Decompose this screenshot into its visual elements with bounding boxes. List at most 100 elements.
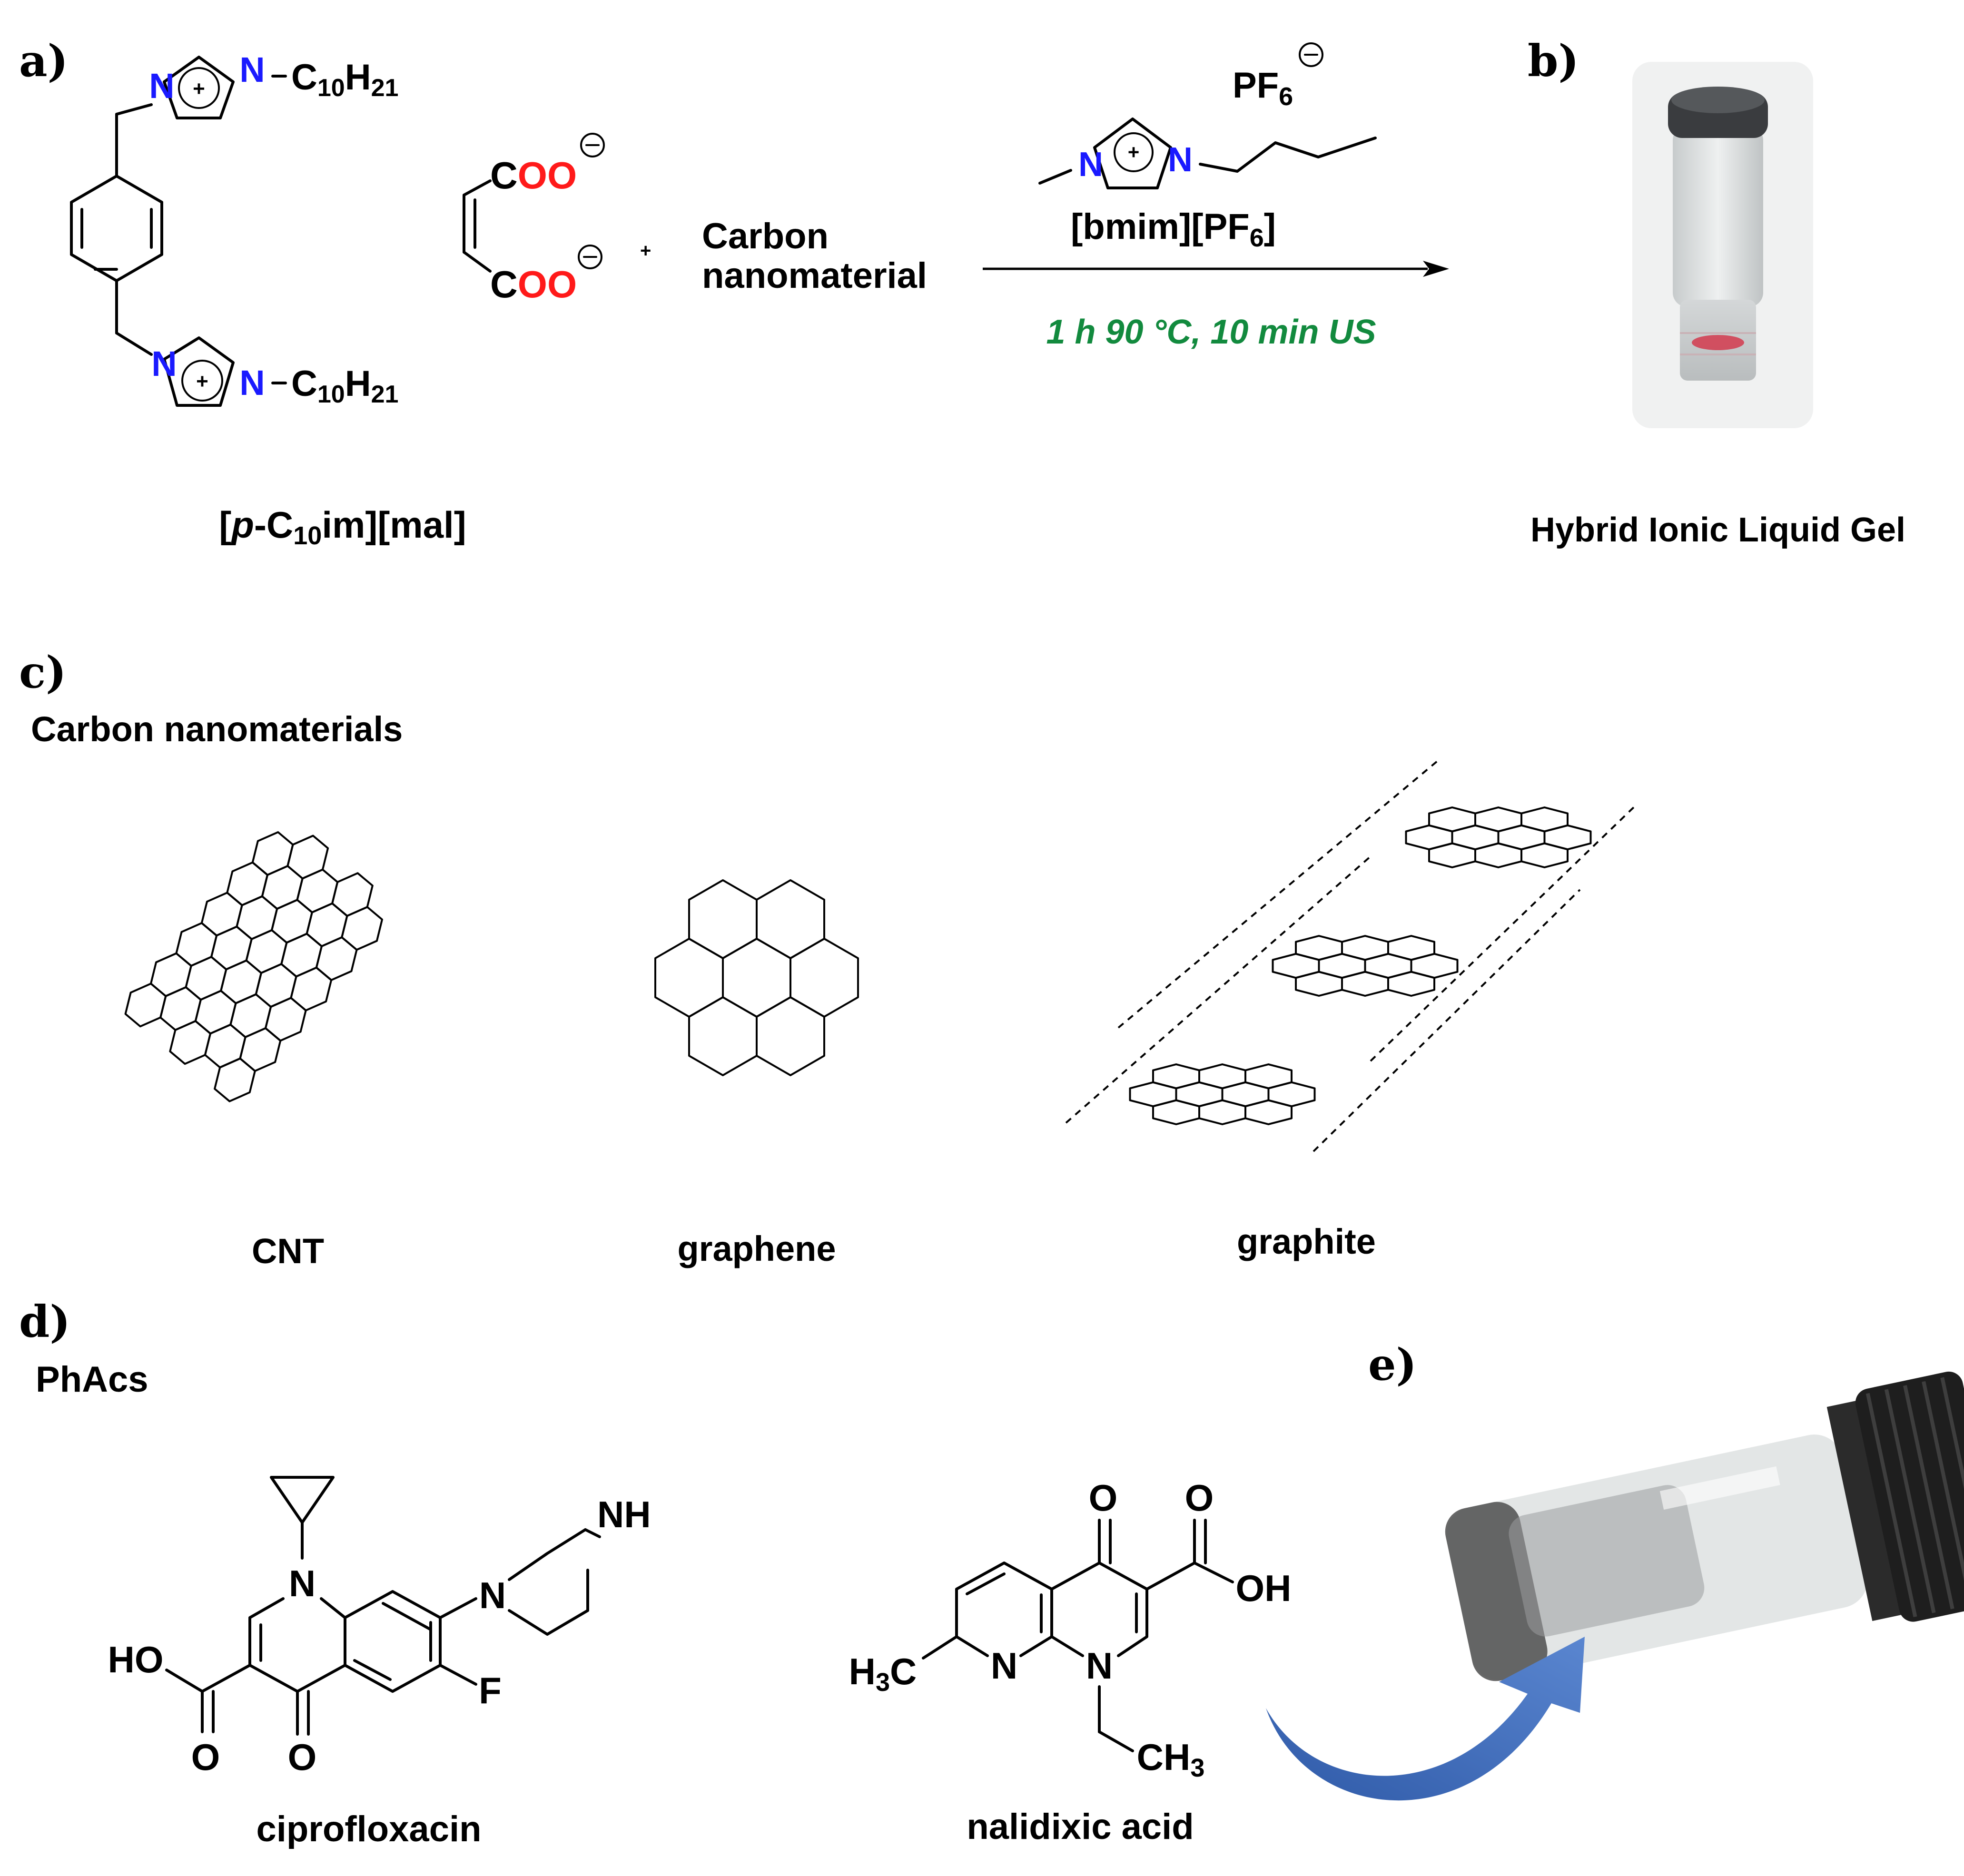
bmim-ring <box>1093 118 1172 189</box>
hexagon-cell <box>1474 842 1522 868</box>
pf6-anion: PF6 <box>1233 65 1293 111</box>
ionic-liquid-label: [p-C10im][mal] <box>219 504 466 550</box>
hexagon-cell <box>654 938 724 1018</box>
nalidixic-n8: N <box>991 1645 1017 1687</box>
hexagon-cell <box>1152 1099 1200 1125</box>
hexagon-cell <box>1520 842 1569 868</box>
graphene-structure <box>654 879 859 1076</box>
negative-charge-bottom <box>578 245 602 269</box>
reaction-conditions: 1 h 90 °C, 10 min US <box>1046 313 1376 351</box>
plus-sign-bottom: + <box>196 370 208 393</box>
cipro-hydroxyl: HO <box>108 1639 164 1680</box>
curved-blue-arrow <box>1266 1637 1585 1801</box>
nitrogen-bottom-right: N <box>239 363 265 403</box>
panel-label-b: b) <box>1528 35 1579 87</box>
phacs-heading: PhAcs <box>36 1359 148 1400</box>
decyl-chain-top: C10H21 <box>291 57 398 102</box>
carbon-nanomaterials-heading: Carbon nanomaterials <box>31 709 403 749</box>
panel-label-a: a) <box>19 35 68 87</box>
cyclopropyl-ring <box>270 1476 335 1524</box>
hexagon-cell <box>1387 971 1435 997</box>
graphene-label: graphene <box>677 1229 836 1268</box>
nalidixic-acid-structure: N N O O OH H3C CH3 <box>849 1477 1292 1782</box>
negative-charge-top <box>580 133 605 157</box>
plus-sign-top: + <box>193 77 205 100</box>
bmim-aromatic-circle <box>1114 132 1154 172</box>
panel-label-e: e) <box>1368 1339 1417 1390</box>
butyl-chain <box>1199 137 1377 173</box>
plus-operator: + <box>640 240 651 261</box>
pf6-negative-charge <box>1299 42 1323 67</box>
nalidixic-n1: N <box>1086 1645 1113 1687</box>
nitrogen-top-right: N <box>239 50 265 89</box>
hexagon-cell <box>214 1057 256 1102</box>
nalidixic-hydroxyl: OH <box>1236 1567 1292 1609</box>
nalidixic-ketone-o: O <box>1089 1477 1118 1519</box>
nalidixic-acid-o: O <box>1185 1477 1214 1519</box>
tilted-vial-photo <box>1445 1371 1964 1681</box>
panel-label-c: c) <box>19 647 67 698</box>
cipro-piperazine-n: N <box>479 1574 506 1616</box>
cipro-ketone-o: O <box>288 1736 317 1778</box>
hexagon-cell <box>688 996 758 1076</box>
panel-label-d: d) <box>19 1296 70 1347</box>
hexagon-cell <box>722 938 791 1018</box>
hexagon-cell <box>315 936 358 981</box>
cnt-structure <box>124 831 383 1102</box>
decyl-chain-bottom: C10H21 <box>291 363 398 408</box>
dicationic-imidazolium-structure: + N N C10H21 + N N C10H21 <box>70 50 398 408</box>
hexagon-cell <box>1244 1099 1293 1125</box>
carboxylate-bottom: COO <box>490 263 577 305</box>
interlayer-dashed-line <box>1117 760 1438 1029</box>
bmim-plus-sign: + <box>1128 141 1140 163</box>
ciprofloxacin-structure: N O HO O F N NH <box>108 1476 651 1778</box>
graphite-label: graphite <box>1237 1222 1376 1261</box>
carbon-nanomaterial-line1: Carbon <box>702 216 829 256</box>
aromatic-circle-bottom <box>181 360 223 402</box>
gel-vial-photo <box>1632 62 1813 428</box>
hexagon-cell <box>290 966 333 1012</box>
carbon-nanomaterial-line2: nanomaterial <box>702 255 927 296</box>
maleate-anion-structure: COO COO <box>463 133 605 305</box>
benzene-ring <box>70 175 163 282</box>
nalidixic-methyl: H3C <box>849 1650 917 1697</box>
bmim-label: [bmim][PF6] <box>1071 206 1276 252</box>
hexagon-cell <box>1295 971 1343 997</box>
bmim-nitrogen-right: N <box>1168 141 1193 179</box>
imidazolium-ring-bottom <box>163 336 235 407</box>
cnt-label: CNT <box>252 1231 324 1271</box>
interlayer-dashed-line <box>1370 803 1638 1062</box>
hexagon-cell <box>1198 1099 1246 1125</box>
nitrogen-bottom-left: N <box>151 344 177 383</box>
hexagon-cell <box>1341 971 1389 997</box>
imidazolium-ring-top <box>163 56 235 119</box>
hexagon-cell <box>1428 842 1476 868</box>
vial-cap-e <box>1855 1371 1964 1622</box>
hexagon-cell <box>790 938 859 1018</box>
hexagon-cell <box>169 1020 212 1065</box>
ciprofloxacin-label: ciprofloxacin <box>257 1809 482 1849</box>
hexagon-cell <box>756 996 825 1076</box>
graphite-structure <box>1065 760 1638 1152</box>
nalidixic-acid-label: nalidixic acid <box>967 1807 1194 1847</box>
hexagon-cell <box>124 982 167 1028</box>
hexagon-cell <box>264 997 307 1042</box>
bmim-nitrogen-left: N <box>1078 146 1103 184</box>
cipro-n1: N <box>289 1562 316 1604</box>
aromatic-circle-top <box>178 67 220 109</box>
hexagon-cell <box>756 879 825 959</box>
hexagon-cell <box>341 906 383 951</box>
nitrogen-top-left: N <box>149 66 174 106</box>
nalidixic-ethyl-ch3: CH3 <box>1137 1736 1205 1782</box>
cipro-nh: NH <box>597 1493 651 1535</box>
interlayer-dashed-line <box>1313 889 1581 1152</box>
hexagon-cell <box>239 1027 282 1072</box>
hexagon-cell <box>688 879 758 959</box>
reaction-arrow <box>983 261 1449 277</box>
interlayer-dashed-line <box>1065 855 1372 1124</box>
cipro-acid-o: O <box>191 1736 220 1778</box>
bmim-pf6-structure: PF6 + N N [bmim][PF6] <box>1038 42 1377 252</box>
product-label: Hybrid Ionic Liquid Gel <box>1530 511 1905 549</box>
